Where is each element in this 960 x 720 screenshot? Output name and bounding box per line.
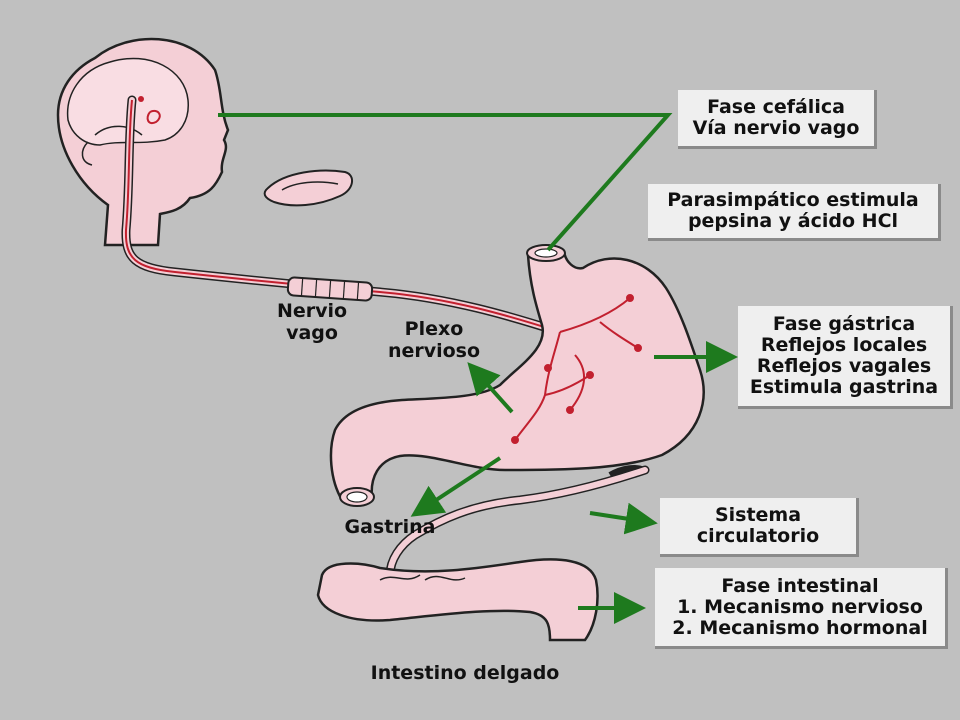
vagus-nerve-label-line-2: vago (286, 322, 338, 344)
cephalic-phase-box: Fase cefálica Vía nervio vago (678, 90, 877, 149)
gastric-phase-box: Fase gástrica Reflejos locales Reflejos … (738, 306, 953, 409)
nerve-plexus-label: Plexo nervioso (378, 318, 490, 362)
small-intestine-illustration (316, 558, 599, 642)
parasympathetic-box: Parasimpático estimula pepsina y ácido H… (648, 184, 941, 241)
gastric-phase-line-3: Reflejos vagales (756, 355, 932, 377)
nerve-plexus-label-line-2: nervioso (387, 340, 481, 362)
circulatory-line-1: Sistema (714, 504, 802, 526)
gastrina-label-text: Gastrina (344, 516, 436, 538)
small-intestine-label-text: Intestino delgado (370, 662, 560, 684)
gastrina-label: Gastrina (330, 516, 450, 538)
vagus-nerve (121, 95, 565, 337)
intestinal-phase-box: Fase intestinal 1. Mecanismo nervioso 2.… (655, 568, 948, 649)
gastric-phase-line-2: Reflejos locales (760, 334, 928, 356)
parasympathetic-line-1: Parasimpático estimula (667, 189, 919, 211)
circulatory-line-2: circulatorio (696, 525, 820, 547)
nerve-plexus-label-line-1: Plexo (404, 318, 464, 340)
cephalic-leader-line (218, 113, 673, 252)
head-illustration (56, 37, 230, 247)
intestinal-phase-line-2: 1. Mecanismo nervioso (677, 595, 923, 618)
nerve-plexus (511, 294, 642, 444)
vagus-nerve-label: Nervio vago (270, 300, 354, 344)
cephalic-phase-line-1: Fase cefálica (707, 96, 845, 118)
circulatory-system-box: Sistema circulatorio (660, 498, 859, 557)
gastrina-arrow (410, 456, 502, 517)
plexus-arrow (467, 362, 514, 414)
cephalic-phase-line-2: Vía nervio vago (692, 117, 860, 139)
circulatory-arrow (589, 502, 658, 535)
gastric-phase-line-4: Estimula gastrina (749, 376, 939, 398)
vagus-nerve-label-line-1: Nervio (276, 300, 348, 322)
small-intestine-label: Intestino delgado (360, 662, 570, 684)
intestinal-phase-line-3: 2. Mecanismo hormonal (672, 616, 928, 639)
parasympathetic-line-2: pepsina y ácido HCl (687, 210, 899, 232)
blood-vessels (385, 465, 650, 580)
small-organ-illustration (263, 169, 353, 207)
gastric-phase-line-1: Fase gástrica (772, 313, 916, 335)
intestinal-phase-line-1: Fase intestinal (721, 574, 879, 597)
